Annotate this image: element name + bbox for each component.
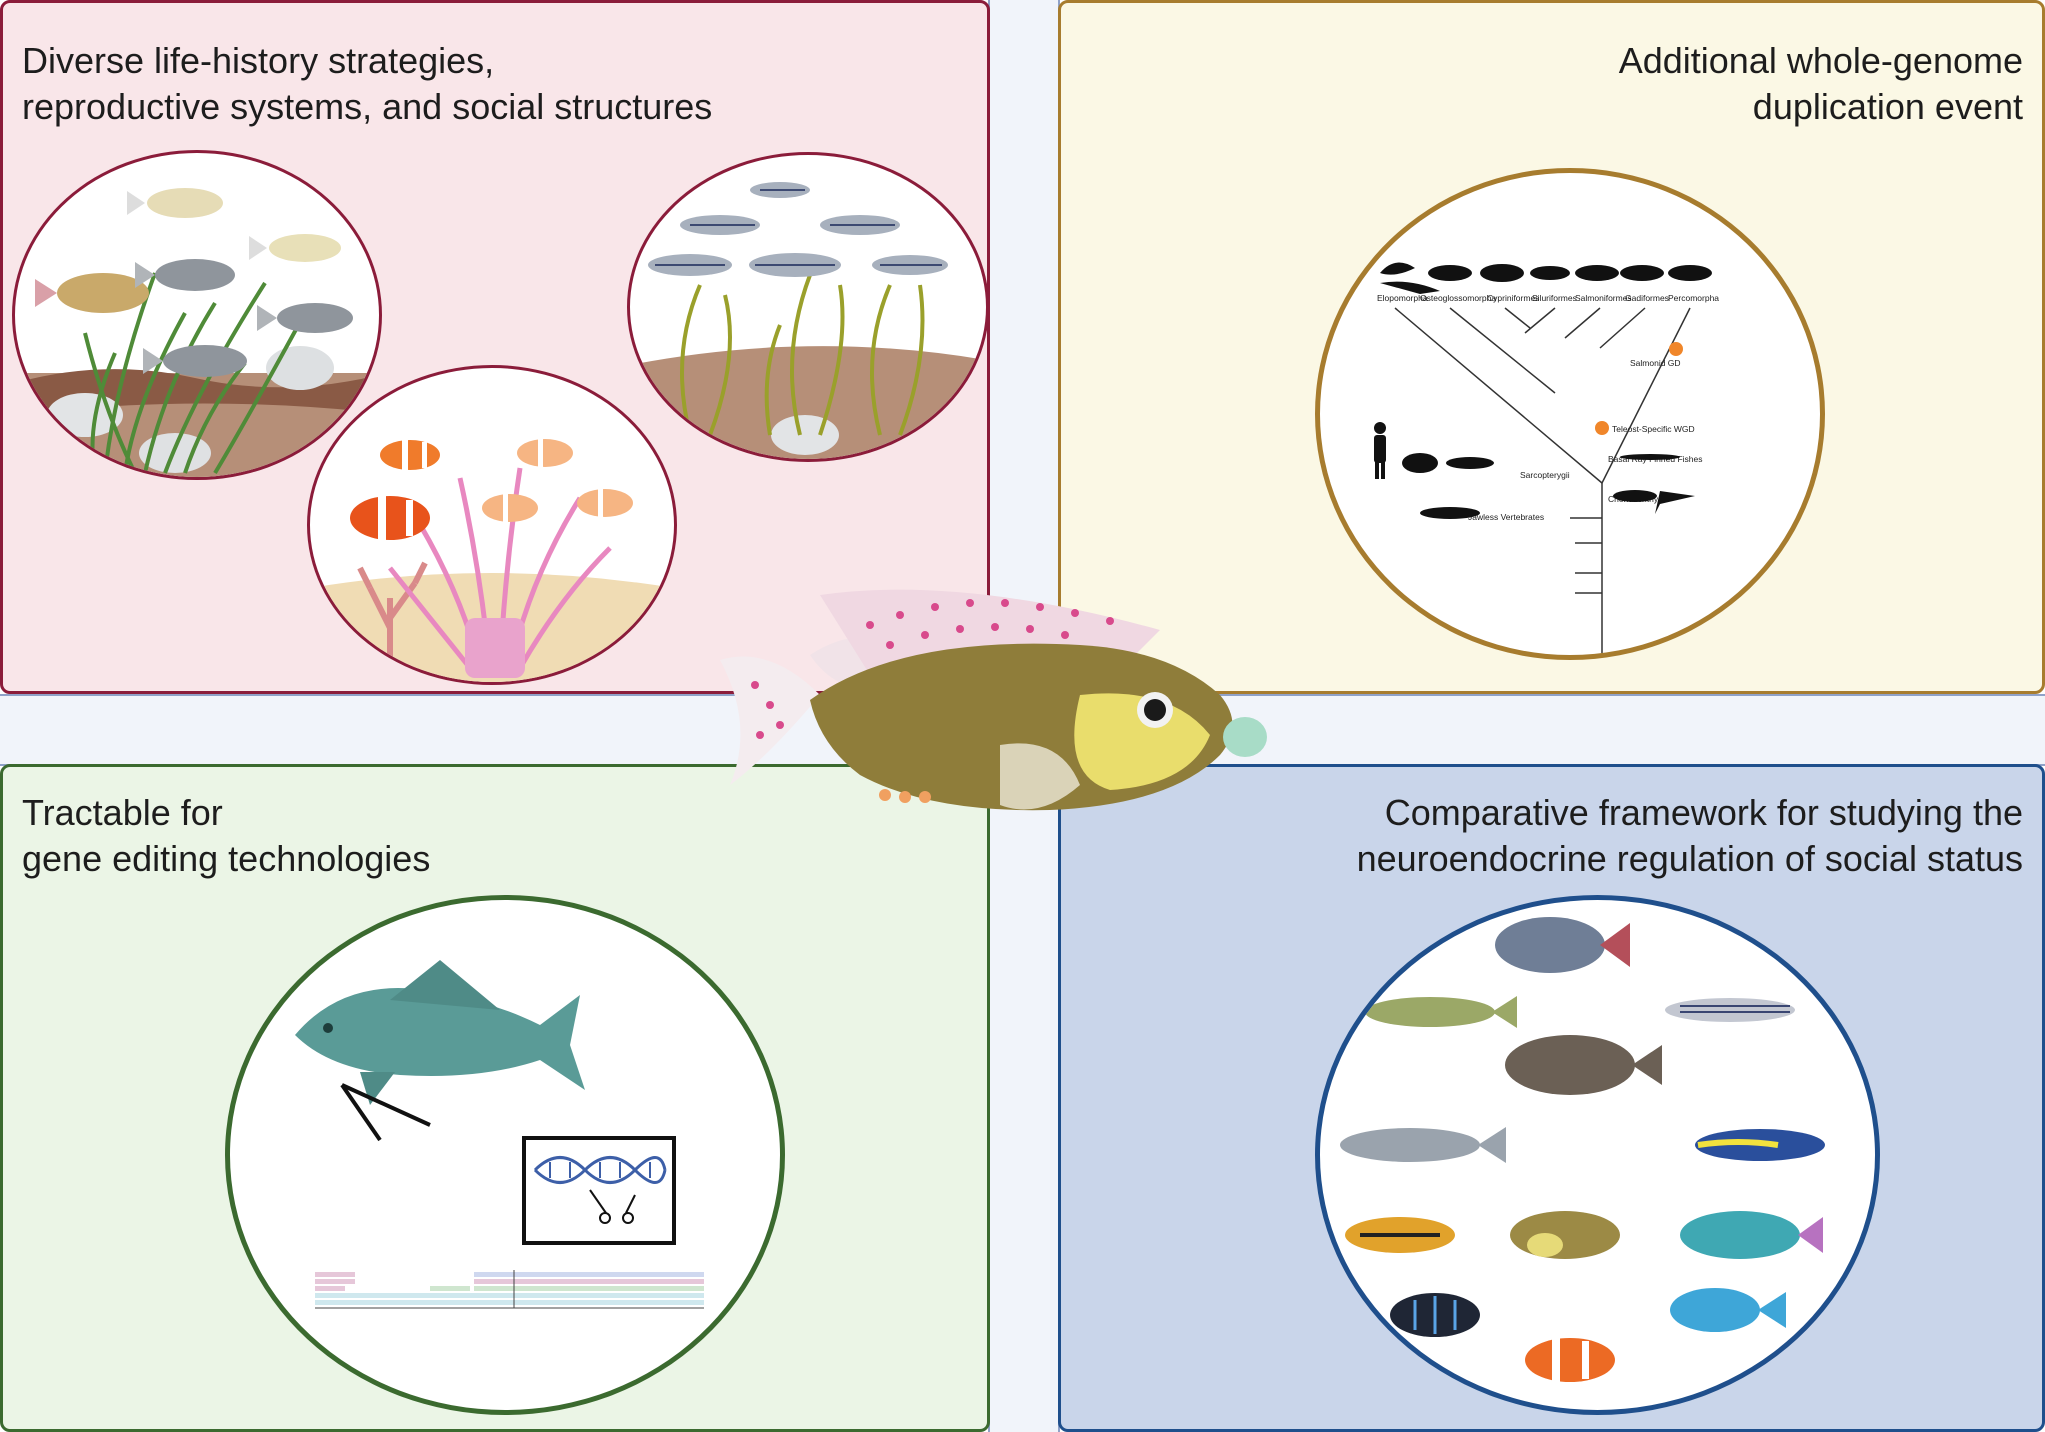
event-marker <box>1595 421 1609 435</box>
zebrafish-school-icon <box>627 152 989 462</box>
cichlid-icon <box>1510 1211 1620 1259</box>
clownfish-icon <box>1525 1338 1615 1382</box>
mbuna-icon <box>1390 1293 1480 1337</box>
phylogeny-circle: Elopomorpha Osteoglossomorpha Cyprinifor… <box>1315 168 1825 660</box>
phylogeny-tree: Elopomorpha Osteoglossomorpha Cyprinifor… <box>1374 262 1719 653</box>
panel-comparative-framework-title: Comparative framework for studying the n… <box>1356 792 2023 879</box>
fish-icon <box>295 960 585 1105</box>
trout-icon <box>1365 996 1517 1028</box>
taxon-label: Salmoniformes <box>1575 293 1632 303</box>
goby-icon <box>1345 1217 1455 1253</box>
taxon-label: Elopomorpha <box>1377 293 1428 303</box>
event-marker <box>1669 342 1683 356</box>
group-label: Sarcopterygii <box>1520 470 1570 480</box>
taxon-label: Cypriniformes <box>1487 293 1539 303</box>
taxon-label: Osteoglossomorpha <box>1420 293 1496 303</box>
comparative-species-circle <box>1315 895 1880 1415</box>
tilapia-icon <box>1495 917 1630 973</box>
cleaner-wrasse-icon <box>1695 1129 1825 1161</box>
clownfish-anemone-icon <box>307 365 677 685</box>
salmon-icon <box>1340 1127 1506 1163</box>
damselfish-icon <box>1670 1288 1786 1332</box>
sea-bass-icon <box>1505 1035 1662 1095</box>
panel-gene-editing-title: Tractable for gene editing technologies <box>22 792 431 879</box>
taxon-label: Siluriformes <box>1532 293 1577 303</box>
cichlid-fish-icon <box>700 585 1350 845</box>
genome-track-icon <box>310 1270 710 1316</box>
cichlid-school-icon <box>12 150 382 480</box>
taxon-label: Percomorpha <box>1668 293 1719 303</box>
panel-genome-duplication-title: Additional whole-genome duplication even… <box>1618 40 2023 127</box>
taxon-label: Gadiformes <box>1625 293 1669 303</box>
dna-scissors-icon <box>522 1136 676 1245</box>
event-label: Salmonid GD <box>1630 358 1681 368</box>
panel-life-history-title: Diverse life-history strategies, reprodu… <box>22 40 713 127</box>
zebrafish-icon <box>1665 998 1795 1022</box>
group-label: Jawless Vertebrates <box>1468 512 1544 522</box>
parrotfish-icon <box>1680 1211 1823 1259</box>
gene-editing-circle <box>225 895 785 1415</box>
event-label: Teleost-Specific WGD <box>1612 424 1695 434</box>
